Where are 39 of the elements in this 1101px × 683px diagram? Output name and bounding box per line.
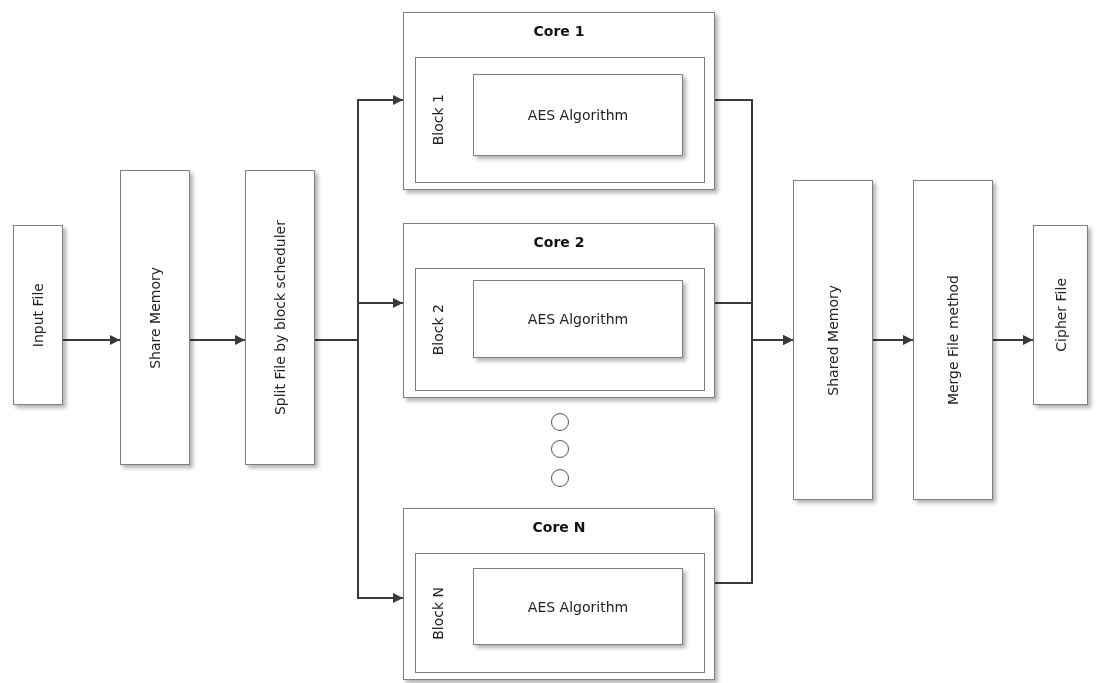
vertical-label: Shared Memory <box>825 284 841 396</box>
process-box <box>793 180 873 500</box>
process-label: AES Algorithm <box>527 311 629 327</box>
vertical-label: Cipher File <box>1052 278 1069 352</box>
arrow <box>992 335 1034 345</box>
vertical-label: Input File <box>30 282 46 348</box>
core-box <box>403 12 715 190</box>
arrow <box>314 339 404 603</box>
core-title: Core 1 <box>533 23 585 39</box>
vertical-label: Merge File method <box>945 274 961 406</box>
core-title: Core 2 <box>533 234 585 250</box>
arrow <box>189 335 246 345</box>
arrow <box>714 335 794 584</box>
core-box <box>403 223 715 398</box>
core-box <box>403 508 715 680</box>
process-label: AES Algorithm <box>527 107 629 123</box>
ellipsis-circle <box>551 440 569 458</box>
process-box <box>473 280 683 358</box>
process-box <box>1033 225 1088 405</box>
ellipsis-circle <box>551 469 569 487</box>
process-label: AES Algorithm <box>527 598 629 615</box>
arrow <box>872 335 914 345</box>
process-box <box>473 74 683 156</box>
block-box <box>415 553 705 673</box>
block-box <box>415 57 705 183</box>
vertical-label: Split File by block scheduler <box>272 219 288 416</box>
vertical-label: Block N <box>430 586 446 640</box>
vertical-label: Block 2 <box>430 303 446 356</box>
vertical-label: Block 1 <box>430 94 446 146</box>
block-box <box>415 268 705 391</box>
core-title: Core N <box>532 519 586 535</box>
process-box <box>120 170 190 465</box>
process-box <box>473 568 683 645</box>
process-box <box>913 180 993 500</box>
process-box <box>245 170 315 465</box>
arrow <box>62 335 121 345</box>
ellipsis-circle <box>551 413 569 431</box>
process-box <box>13 225 63 405</box>
vertical-label: Share Memory <box>147 266 163 369</box>
